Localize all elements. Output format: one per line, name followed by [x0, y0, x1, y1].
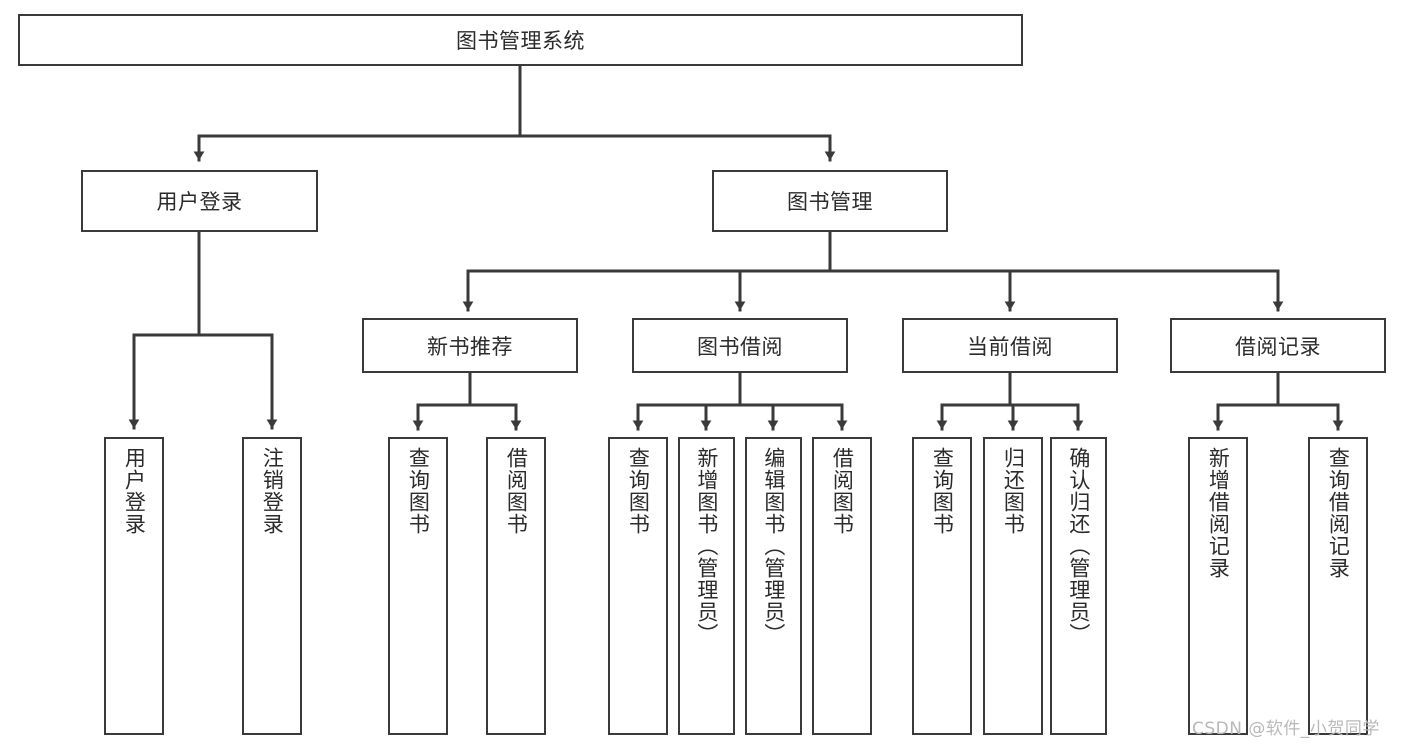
leaf-add-record[interactable]: 新增借阅记录 [1188, 437, 1248, 735]
leaf-query-book-3-label: 查询图书 [930, 447, 955, 535]
node-new-book-rec[interactable]: 新书推荐 [362, 318, 578, 373]
leaf-edit-book-label: 编辑图书（管理员） [761, 447, 786, 645]
node-book-borrow[interactable]: 图书借阅 [632, 318, 848, 373]
node-user-login-label: 用户登录 [156, 190, 243, 214]
leaf-query-book-2[interactable]: 查询图书 [608, 437, 668, 735]
leaf-query-record-label: 查询借阅记录 [1326, 447, 1351, 579]
leaf-query-book-2-label: 查询图书 [626, 447, 651, 535]
leaf-return-book-label: 归还图书 [1001, 447, 1026, 535]
leaf-confirm-return[interactable]: 确认归还（管理员） [1050, 437, 1107, 735]
leaf-edit-book[interactable]: 编辑图书（管理员） [745, 437, 802, 735]
node-current-borrow-label: 当前借阅 [967, 334, 1053, 359]
node-borrow-record-label: 借阅记录 [1235, 334, 1321, 359]
leaf-confirm-return-label: 确认归还（管理员） [1066, 447, 1091, 645]
leaf-query-record[interactable]: 查询借阅记录 [1308, 437, 1368, 735]
leaf-add-record-label: 新增借阅记录 [1206, 447, 1231, 579]
node-current-borrow[interactable]: 当前借阅 [902, 318, 1118, 373]
leaf-borrow-book-1[interactable]: 借阅图书 [486, 437, 546, 735]
leaf-add-book[interactable]: 新增图书（管理员） [678, 437, 735, 735]
leaf-user-logout-label: 注销登录 [260, 447, 285, 535]
node-root-label: 图书管理系统 [456, 29, 585, 53]
node-borrow-record[interactable]: 借阅记录 [1170, 318, 1386, 373]
leaf-user-login-label: 用户登录 [122, 447, 147, 535]
leaf-borrow-book-1-label: 借阅图书 [504, 447, 529, 535]
leaf-borrow-book-2[interactable]: 借阅图书 [812, 437, 872, 735]
leaf-user-login[interactable]: 用户登录 [104, 437, 164, 735]
leaf-borrow-book-2-label: 借阅图书 [830, 447, 855, 535]
node-book-borrow-label: 图书借阅 [697, 334, 783, 359]
leaf-query-book-1[interactable]: 查询图书 [388, 437, 448, 735]
leaf-user-logout[interactable]: 注销登录 [242, 437, 302, 735]
node-user-login[interactable]: 用户登录 [81, 170, 318, 232]
node-book-manage-label: 图书管理 [787, 190, 873, 214]
node-root[interactable]: 图书管理系统 [18, 14, 1023, 66]
leaf-add-book-label: 新增图书（管理员） [694, 447, 719, 645]
node-new-book-rec-label: 新书推荐 [427, 334, 513, 359]
leaf-query-book-3[interactable]: 查询图书 [912, 437, 972, 735]
leaf-return-book[interactable]: 归还图书 [983, 437, 1043, 735]
watermark: CSDN @软件_小贺同学 [1192, 719, 1380, 739]
node-book-manage[interactable]: 图书管理 [712, 170, 948, 232]
leaf-query-book-1-label: 查询图书 [406, 447, 431, 535]
